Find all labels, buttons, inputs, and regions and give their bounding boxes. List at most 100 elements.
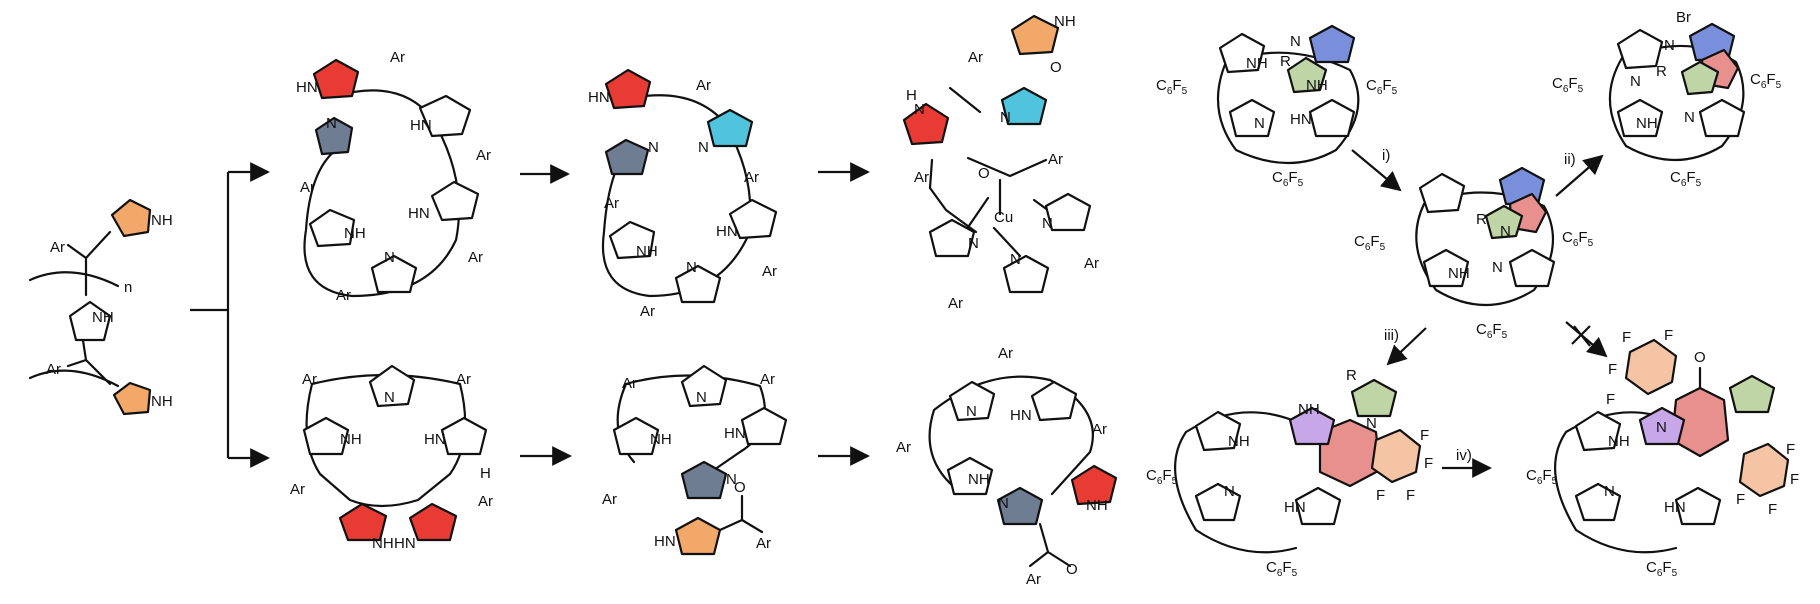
ar-label: Ar	[696, 77, 711, 94]
c6f5-label: C6F5	[1670, 169, 1702, 189]
pyrrole-ring	[1030, 380, 1078, 422]
o-label: O	[1066, 561, 1078, 578]
pyrrole-ring-cyan	[1000, 86, 1048, 126]
n-label: N	[1224, 483, 1235, 500]
hn-label: HN	[724, 425, 746, 442]
n-label: N	[384, 389, 395, 406]
pyrrole-ring-green	[1350, 378, 1398, 418]
o-label: O	[1050, 59, 1062, 76]
hn-label: HN	[1664, 499, 1686, 516]
nh-label: NH	[1306, 77, 1328, 94]
ar-label: Ar	[760, 371, 775, 388]
c6f5-ketone-product: O F F F F N F F F F NH N HN C6F5 C6F5	[1526, 327, 1799, 579]
macrocycle-bottom-1: N NH HN NH HN Ar Ar Ar H Ar	[290, 364, 493, 552]
macrocycle-bottom-3: Ar N HN Ar Ar NH NH N O Ar	[896, 345, 1118, 588]
nh-label: NH	[636, 243, 658, 260]
c6f5-label: C6F5	[1354, 233, 1386, 253]
fluoroarene-ring	[1738, 442, 1790, 498]
nh-label: NH	[344, 225, 366, 242]
hn-label: HN	[408, 205, 430, 222]
pyrrole-ring-slate	[996, 486, 1044, 526]
nh-label: NH	[1246, 55, 1268, 72]
pyrrole-ring-red	[1070, 464, 1118, 506]
reaction-arrow-blocked	[1565, 321, 1608, 358]
branch-arrows	[190, 162, 270, 468]
cu-label: Cu	[994, 209, 1013, 226]
n-label: N	[698, 139, 709, 156]
pyrrole-ring-red	[408, 502, 458, 542]
nh-label: NH	[151, 393, 173, 410]
n-label: N	[998, 495, 1009, 512]
pyrrole-ring-red	[604, 68, 652, 110]
nh-label: NH	[1086, 497, 1108, 514]
pyrrole-ring	[1002, 254, 1050, 294]
pyrrole-ring	[430, 180, 480, 222]
step-iv-label: iv)	[1456, 447, 1472, 464]
n-label: N	[1664, 37, 1675, 54]
n-label: N	[1630, 73, 1641, 90]
hn-label: HN	[410, 117, 432, 134]
pyrrole-ring	[740, 406, 788, 446]
polypyrrole-fragment: Ar Ar n NH NH NH	[28, 198, 173, 416]
f-label: F	[1736, 491, 1745, 508]
macrocycle-top-1: HN N HN HN NH N Ar Ar Ar Ar Ar	[296, 49, 491, 304]
pyrrole-ring-green	[1484, 204, 1524, 240]
c6f5-label: C6F5	[1272, 169, 1304, 189]
c6f5-label: C6F5	[1366, 77, 1398, 97]
ar-label: Ar	[390, 49, 405, 66]
c6f5-label: C6F5	[1476, 321, 1508, 341]
ar-label: Ar	[1026, 571, 1041, 588]
pyrrole-ring-slate	[680, 460, 728, 500]
ar-label: Ar	[602, 491, 617, 508]
pyrrole-ring	[728, 198, 778, 240]
c6f5-label: C6F5	[1750, 71, 1782, 91]
pyrrole-ring	[612, 416, 660, 456]
pyrrole-ring	[1194, 482, 1242, 522]
ar-label: Ar	[46, 361, 61, 378]
c6f5-label: C6F5	[1266, 559, 1298, 579]
pyrrole-ring	[1422, 248, 1470, 288]
repeat-n-label: n	[124, 279, 132, 296]
fluoroarene-ring	[1370, 428, 1422, 484]
n-label: N	[1500, 223, 1511, 240]
pyrrole-ring	[1044, 192, 1092, 232]
f-label: F	[1406, 487, 1415, 504]
pyrrole-ring	[948, 380, 996, 422]
pyrrole-ring	[1574, 482, 1622, 522]
ar-label: Ar	[468, 249, 483, 266]
pyrrole-ring	[1574, 410, 1622, 452]
n-label: N	[1684, 109, 1695, 126]
r-label: R	[1476, 211, 1487, 228]
ar-label: Ar	[640, 303, 655, 320]
n-label: N	[1042, 215, 1053, 232]
ar-label: Ar	[336, 287, 351, 304]
pyrrole-ring-slate	[604, 138, 650, 176]
nh-label: NH	[1298, 401, 1320, 418]
h-label: H	[906, 87, 917, 104]
n-label: N	[384, 249, 395, 266]
r-label: R	[1656, 63, 1667, 80]
f-label: F	[1790, 471, 1799, 488]
nh-label: NH	[1448, 265, 1470, 282]
pyrrole-ring	[1194, 410, 1242, 452]
ar-label: Ar	[290, 481, 305, 498]
r-label: R	[1346, 367, 1357, 384]
c6f5-label: C6F5	[1646, 559, 1678, 579]
pyrrole-ring-orange	[1010, 14, 1060, 56]
reaction-arrow-ii	[1555, 154, 1604, 197]
br-label: Br	[1676, 9, 1691, 26]
n-label: N	[1010, 251, 1021, 268]
f-label: F	[1664, 327, 1673, 344]
o-label: O	[978, 165, 990, 182]
pyrrole-ring	[1674, 486, 1722, 526]
r-label: R	[1280, 53, 1291, 70]
hn-label: HN	[424, 431, 446, 448]
macrocycle-bottom-2: N NH HN N HN O Ar Ar Ar Ar	[602, 364, 788, 556]
pyrrole-ring	[1616, 98, 1664, 138]
o-label: O	[734, 479, 746, 496]
nh-label: NH	[650, 431, 672, 448]
pyrrole-ring	[302, 416, 350, 456]
hn-label: HN	[1284, 499, 1306, 516]
pyrrole-ring-orange	[112, 381, 152, 416]
